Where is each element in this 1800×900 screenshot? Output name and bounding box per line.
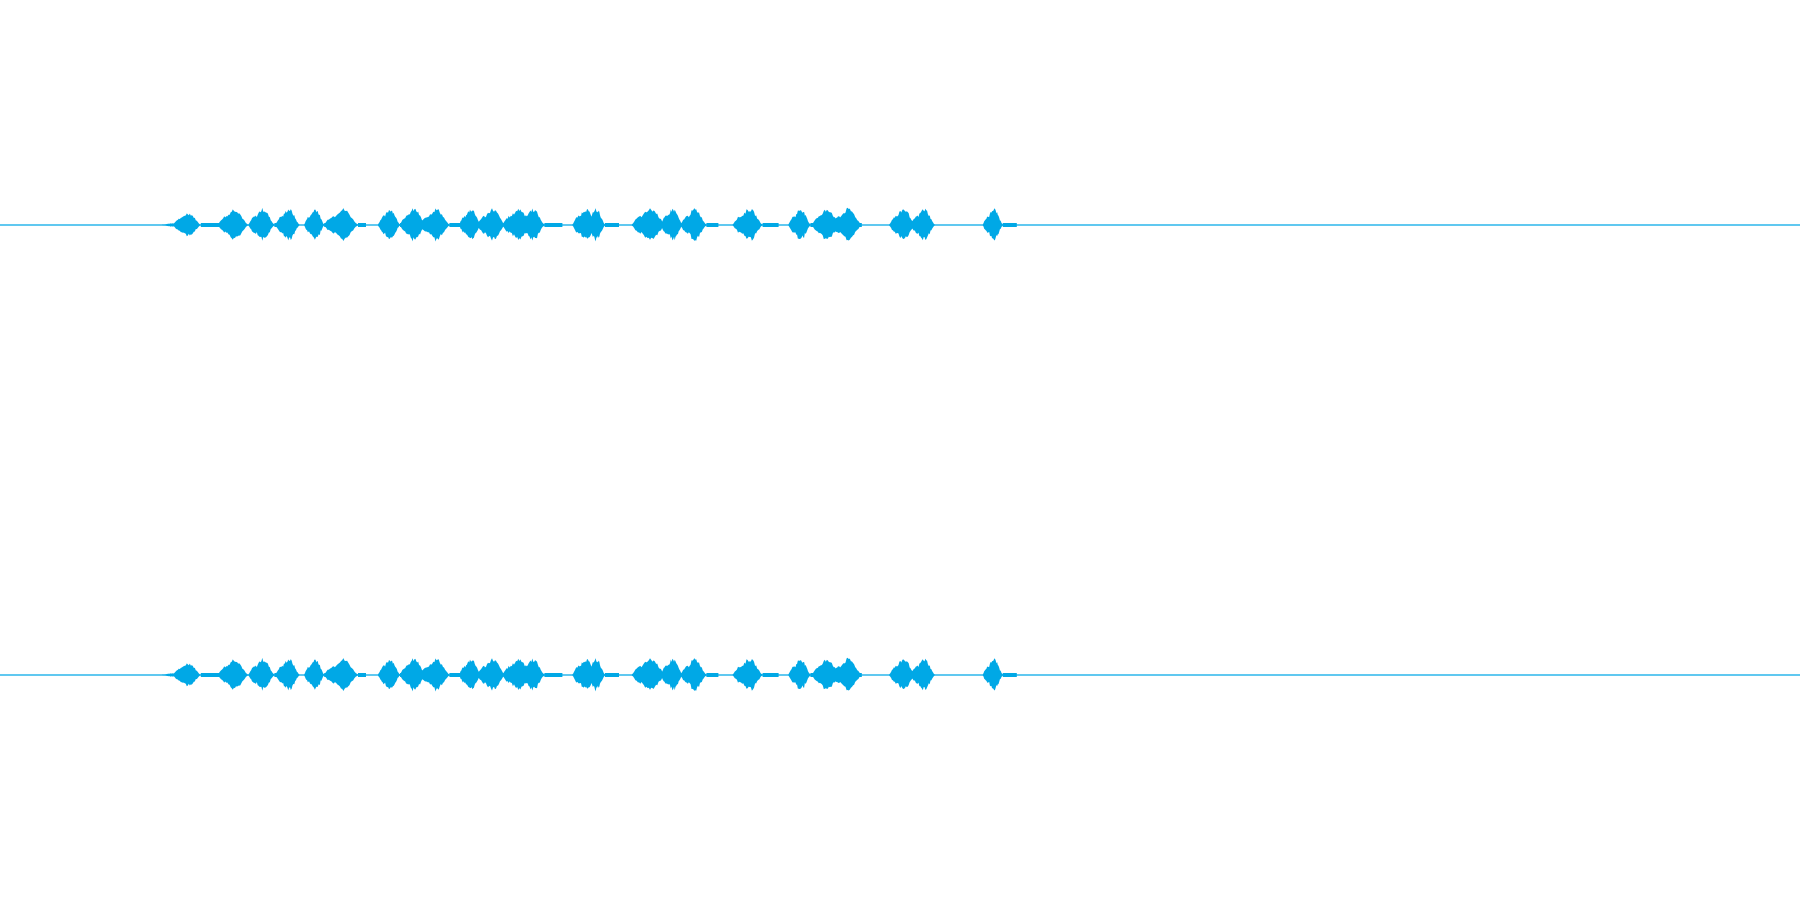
waveform-burst xyxy=(304,659,325,690)
waveform-burst xyxy=(172,213,201,237)
waveform-burst xyxy=(660,658,683,691)
waveform-tail xyxy=(200,673,223,677)
waveform-burst xyxy=(680,208,707,241)
waveform-burst xyxy=(378,210,400,240)
waveform-tail xyxy=(544,673,563,677)
waveform-burst xyxy=(275,209,300,241)
waveform-burst xyxy=(324,658,358,691)
waveform-burst xyxy=(518,658,545,691)
waveform-tail xyxy=(762,673,779,677)
waveform-burst xyxy=(831,657,862,691)
waveform-burst xyxy=(910,658,935,691)
waveform-burst xyxy=(399,658,426,692)
waveform-burst xyxy=(585,208,605,242)
waveform-tail xyxy=(762,223,779,227)
waveform-channel-2 xyxy=(0,657,1800,692)
waveform-tail xyxy=(1002,673,1017,677)
waveform-burst xyxy=(459,659,481,690)
waveform-burst xyxy=(982,208,1003,241)
waveform-burst xyxy=(732,209,763,241)
waveform-burst xyxy=(217,209,248,240)
channels xyxy=(0,207,1800,692)
waveform-burst xyxy=(248,657,275,691)
waveform-burst xyxy=(831,207,862,241)
waveform-burst xyxy=(982,658,1003,691)
waveform-tail xyxy=(605,673,619,677)
waveform-tail xyxy=(358,223,366,227)
waveform-tail xyxy=(200,223,223,227)
waveform-burst xyxy=(477,658,505,691)
waveform-burst xyxy=(378,660,400,690)
waveform-burst xyxy=(811,209,840,240)
waveform-burst xyxy=(248,207,275,241)
waveform-burst xyxy=(324,208,358,241)
waveform-burst xyxy=(459,209,481,240)
waveform-burst xyxy=(732,659,763,691)
waveform-tail xyxy=(706,673,719,677)
waveform-tail xyxy=(1002,223,1017,227)
waveform-tail xyxy=(605,223,619,227)
waveform-tail xyxy=(544,223,563,227)
waveform-burst xyxy=(889,209,916,239)
waveform-burst xyxy=(304,209,325,240)
waveform-burst xyxy=(172,663,201,687)
waveform-burst xyxy=(399,208,426,242)
waveform-tail xyxy=(706,223,719,227)
waveform-burst xyxy=(217,659,248,690)
waveform-tail xyxy=(358,673,366,677)
waveform-burst xyxy=(788,660,811,689)
waveform-burst xyxy=(660,208,683,241)
waveform-burst xyxy=(518,208,545,241)
waveform-burst xyxy=(419,208,450,242)
waveform-burst xyxy=(585,658,605,692)
waveform-burst xyxy=(631,658,666,690)
waveform-burst xyxy=(419,658,450,692)
waveform-tail xyxy=(449,223,466,227)
waveform-burst xyxy=(631,208,666,240)
waveform-burst xyxy=(889,659,916,689)
waveform-burst xyxy=(811,659,840,690)
waveform-tail xyxy=(449,673,466,677)
waveform-channel-1 xyxy=(0,207,1800,242)
waveform-burst xyxy=(275,659,300,691)
waveform-burst xyxy=(788,210,811,239)
waveform-burst xyxy=(910,208,935,241)
waveform-burst xyxy=(477,208,505,241)
waveform-burst xyxy=(680,658,707,691)
